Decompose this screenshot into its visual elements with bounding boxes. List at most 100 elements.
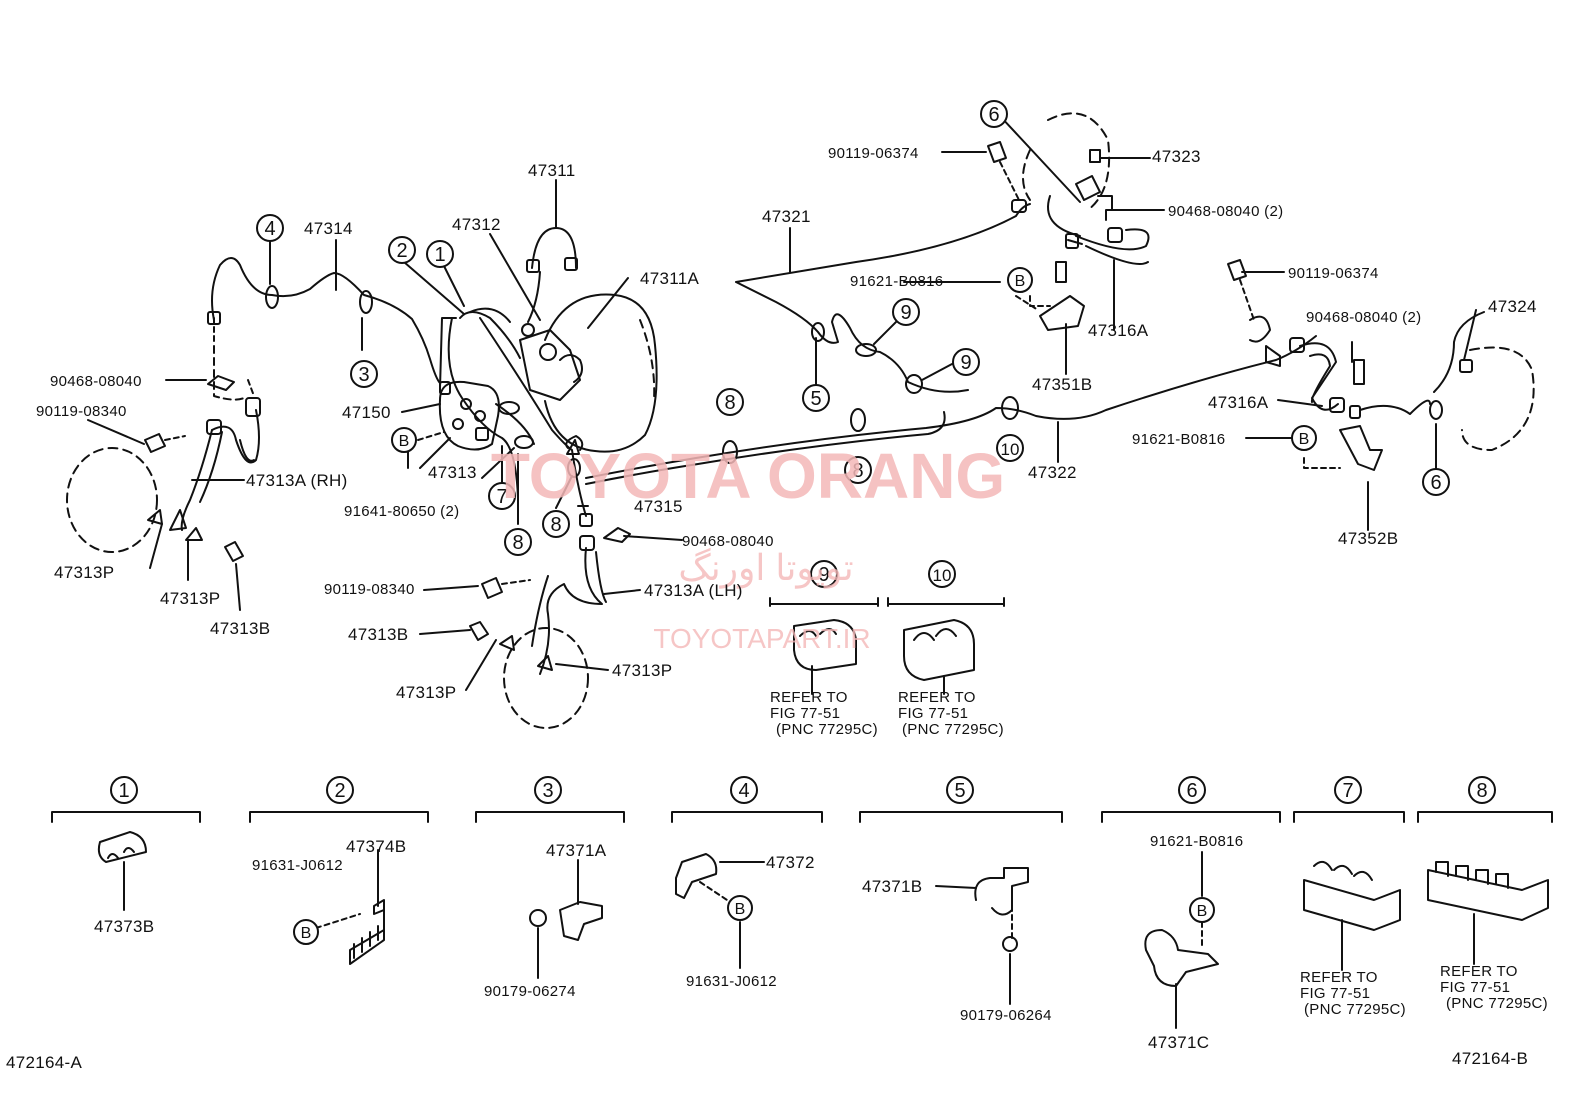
label-47321[interactable]: 47321 <box>762 207 811 226</box>
label-47313p-2[interactable]: 47313P <box>160 589 220 608</box>
callout-7: 7 <box>488 482 516 510</box>
svg-text:تویوتا اورنگ: تویوتا اورنگ <box>678 547 853 589</box>
svg-text:(PNC 77295C): (PNC 77295C) <box>1446 995 1548 1012</box>
pipe-47324 <box>1433 311 1485 393</box>
label-d3-47371a[interactable]: 47371A <box>546 841 607 860</box>
svg-text:1: 1 <box>434 244 445 266</box>
refer-note-7: REFER TO FIG 77-51 (PNC 77295C) <box>1300 969 1406 1018</box>
svg-text:2: 2 <box>396 240 407 262</box>
svg-text:5: 5 <box>954 780 965 802</box>
label-d4-47372[interactable]: 47372 <box>766 853 815 872</box>
svg-text:9: 9 <box>960 352 971 374</box>
svg-text:TOYOTAPART.IR: TOYOTAPART.IR <box>653 623 870 654</box>
label-90119-08340-b[interactable]: 90119-08340 <box>324 581 415 598</box>
label-91621-b0816-b[interactable]: 91621-B0816 <box>1132 431 1225 448</box>
svg-text:8: 8 <box>1476 780 1487 802</box>
label-47352b[interactable]: 47352B <box>1338 529 1398 548</box>
refer-note-10: REFER TO FIG 77-51 (PNC 77295C) <box>898 689 1004 738</box>
master-cylinder-body <box>544 293 658 453</box>
label-d2-47374b[interactable]: 47374B <box>346 837 406 856</box>
label-47316a-1[interactable]: 47316A <box>1088 321 1149 340</box>
label-47313b-2[interactable]: 47313B <box>348 625 408 644</box>
pipe-47314 <box>211 257 441 384</box>
label-47323[interactable]: 47323 <box>1152 147 1201 166</box>
label-47351b[interactable]: 47351B <box>1032 375 1092 394</box>
clamp-10 <box>903 619 975 681</box>
label-47313b-1[interactable]: 47313B <box>210 619 270 638</box>
label-d6-47371c[interactable]: 47371C <box>1148 1033 1209 1052</box>
label-d5-47371b[interactable]: 47371B <box>862 877 922 896</box>
svg-text:3: 3 <box>542 780 553 802</box>
label-47150[interactable]: 47150 <box>342 403 391 422</box>
svg-text:(PNC 77295C): (PNC 77295C) <box>1304 1001 1406 1018</box>
label-47312[interactable]: 47312 <box>452 215 501 234</box>
label-47313p-3[interactable]: 47313P <box>612 661 672 680</box>
pipe-47322 <box>585 335 1317 479</box>
callout-10: 10 <box>996 434 1024 462</box>
label-47322[interactable]: 47322 <box>1028 463 1077 482</box>
label-47313a-lh[interactable]: 47313A (LH) <box>644 581 743 600</box>
bracket-47371a <box>559 901 603 941</box>
label-47313p-4[interactable]: 47313P <box>396 683 456 702</box>
svg-text:8: 8 <box>852 460 863 482</box>
svg-text:B: B <box>1299 431 1310 448</box>
label-90468-08040-d[interactable]: 90468-08040 (2) <box>1306 309 1421 326</box>
label-47313p-1[interactable]: 47313P <box>54 563 114 582</box>
svg-text:4: 4 <box>264 218 275 240</box>
label-d6-91621-b0816[interactable]: 91621-B0816 <box>1150 833 1243 850</box>
label-47316a-2[interactable]: 47316A <box>1208 393 1269 412</box>
pipe-47313 <box>447 317 519 499</box>
svg-text:TOYOTA ORANG: TOYOTA ORANG <box>491 440 1005 512</box>
svg-text:9: 9 <box>818 564 829 586</box>
callouts: 4 3 2 1 B 7 8 8 8 8 5 9 9 10 6 B B 6 9 1… <box>110 100 1496 945</box>
hose-47316a-upper <box>1075 228 1150 251</box>
svg-text:FIG 77-51: FIG 77-51 <box>770 705 840 722</box>
label-d2-91631-j0612[interactable]: 91631-J0612 <box>252 857 343 874</box>
callout-6-a: 6 <box>980 100 1008 128</box>
bracket-47371c <box>1144 929 1219 987</box>
bracket-47352b <box>1339 425 1383 471</box>
svg-text:5: 5 <box>810 388 821 410</box>
callout-8-a: 8 <box>504 528 532 556</box>
callout-8-d: 8 <box>844 456 872 484</box>
callout-b-3: B <box>1291 425 1317 451</box>
svg-text:9: 9 <box>900 302 911 324</box>
label-47315[interactable]: 47315 <box>634 497 683 516</box>
label-91641-80650[interactable]: 91641-80650 (2) <box>344 503 459 520</box>
label-d5-90179-06264[interactable]: 90179-06264 <box>960 1007 1052 1024</box>
label-d3-90179-06274[interactable]: 90179-06274 <box>484 983 576 1000</box>
svg-text:10: 10 <box>1001 440 1020 459</box>
clamp-47373b <box>97 831 147 863</box>
label-d4-91631-j0612[interactable]: 91631-J0612 <box>686 973 777 990</box>
label-90468-08040-c[interactable]: 90468-08040 (2) <box>1168 203 1283 220</box>
callout-8-c: 8 <box>716 388 744 416</box>
label-47314[interactable]: 47314 <box>304 219 353 238</box>
label-91621-b0816-a[interactable]: 91621-B0816 <box>850 273 943 290</box>
refer-note-9: REFER TO FIG 77-51 (PNC 77295C) <box>770 689 878 738</box>
label-90119-08340-a[interactable]: 90119-08340 <box>36 403 127 420</box>
callout-10-b: 10 <box>928 560 956 588</box>
svg-text:FIG 77-51: FIG 77-51 <box>1300 985 1370 1002</box>
callout-b-1: B <box>391 427 417 453</box>
hose-47313a-rh <box>180 429 213 531</box>
label-90468-08040-a[interactable]: 90468-08040 <box>50 373 142 390</box>
detail-callout-b-2: B <box>293 919 319 945</box>
label-47311[interactable]: 47311 <box>528 161 576 180</box>
label-47313[interactable]: 47313 <box>428 463 477 482</box>
svg-text:6: 6 <box>988 104 999 126</box>
bracket-47371b <box>974 867 1029 916</box>
label-47324[interactable]: 47324 <box>1488 297 1537 316</box>
svg-text:10: 10 <box>933 566 952 585</box>
label-d1-47373b[interactable]: 47373B <box>94 917 154 936</box>
label-90468-08040-b[interactable]: 90468-08040 <box>682 533 774 550</box>
label-47311a[interactable]: 47311A <box>640 269 700 288</box>
svg-text:B: B <box>1197 903 1208 920</box>
label-90119-06374-a[interactable]: 90119-06374 <box>828 145 919 162</box>
svg-text:8: 8 <box>724 392 735 414</box>
svg-text:2: 2 <box>334 780 345 802</box>
label-90119-06374-b[interactable]: 90119-06374 <box>1288 265 1379 282</box>
refer-note-8: REFER TO FIG 77-51 (PNC 77295C) <box>1440 963 1548 1012</box>
part-labels: 47311 47312 47311A 47314 90468-08040 901… <box>6 145 1548 1072</box>
label-47313a-rh[interactable]: 47313A (RH) <box>246 471 348 490</box>
detail-callout-4: 4 <box>730 776 758 804</box>
